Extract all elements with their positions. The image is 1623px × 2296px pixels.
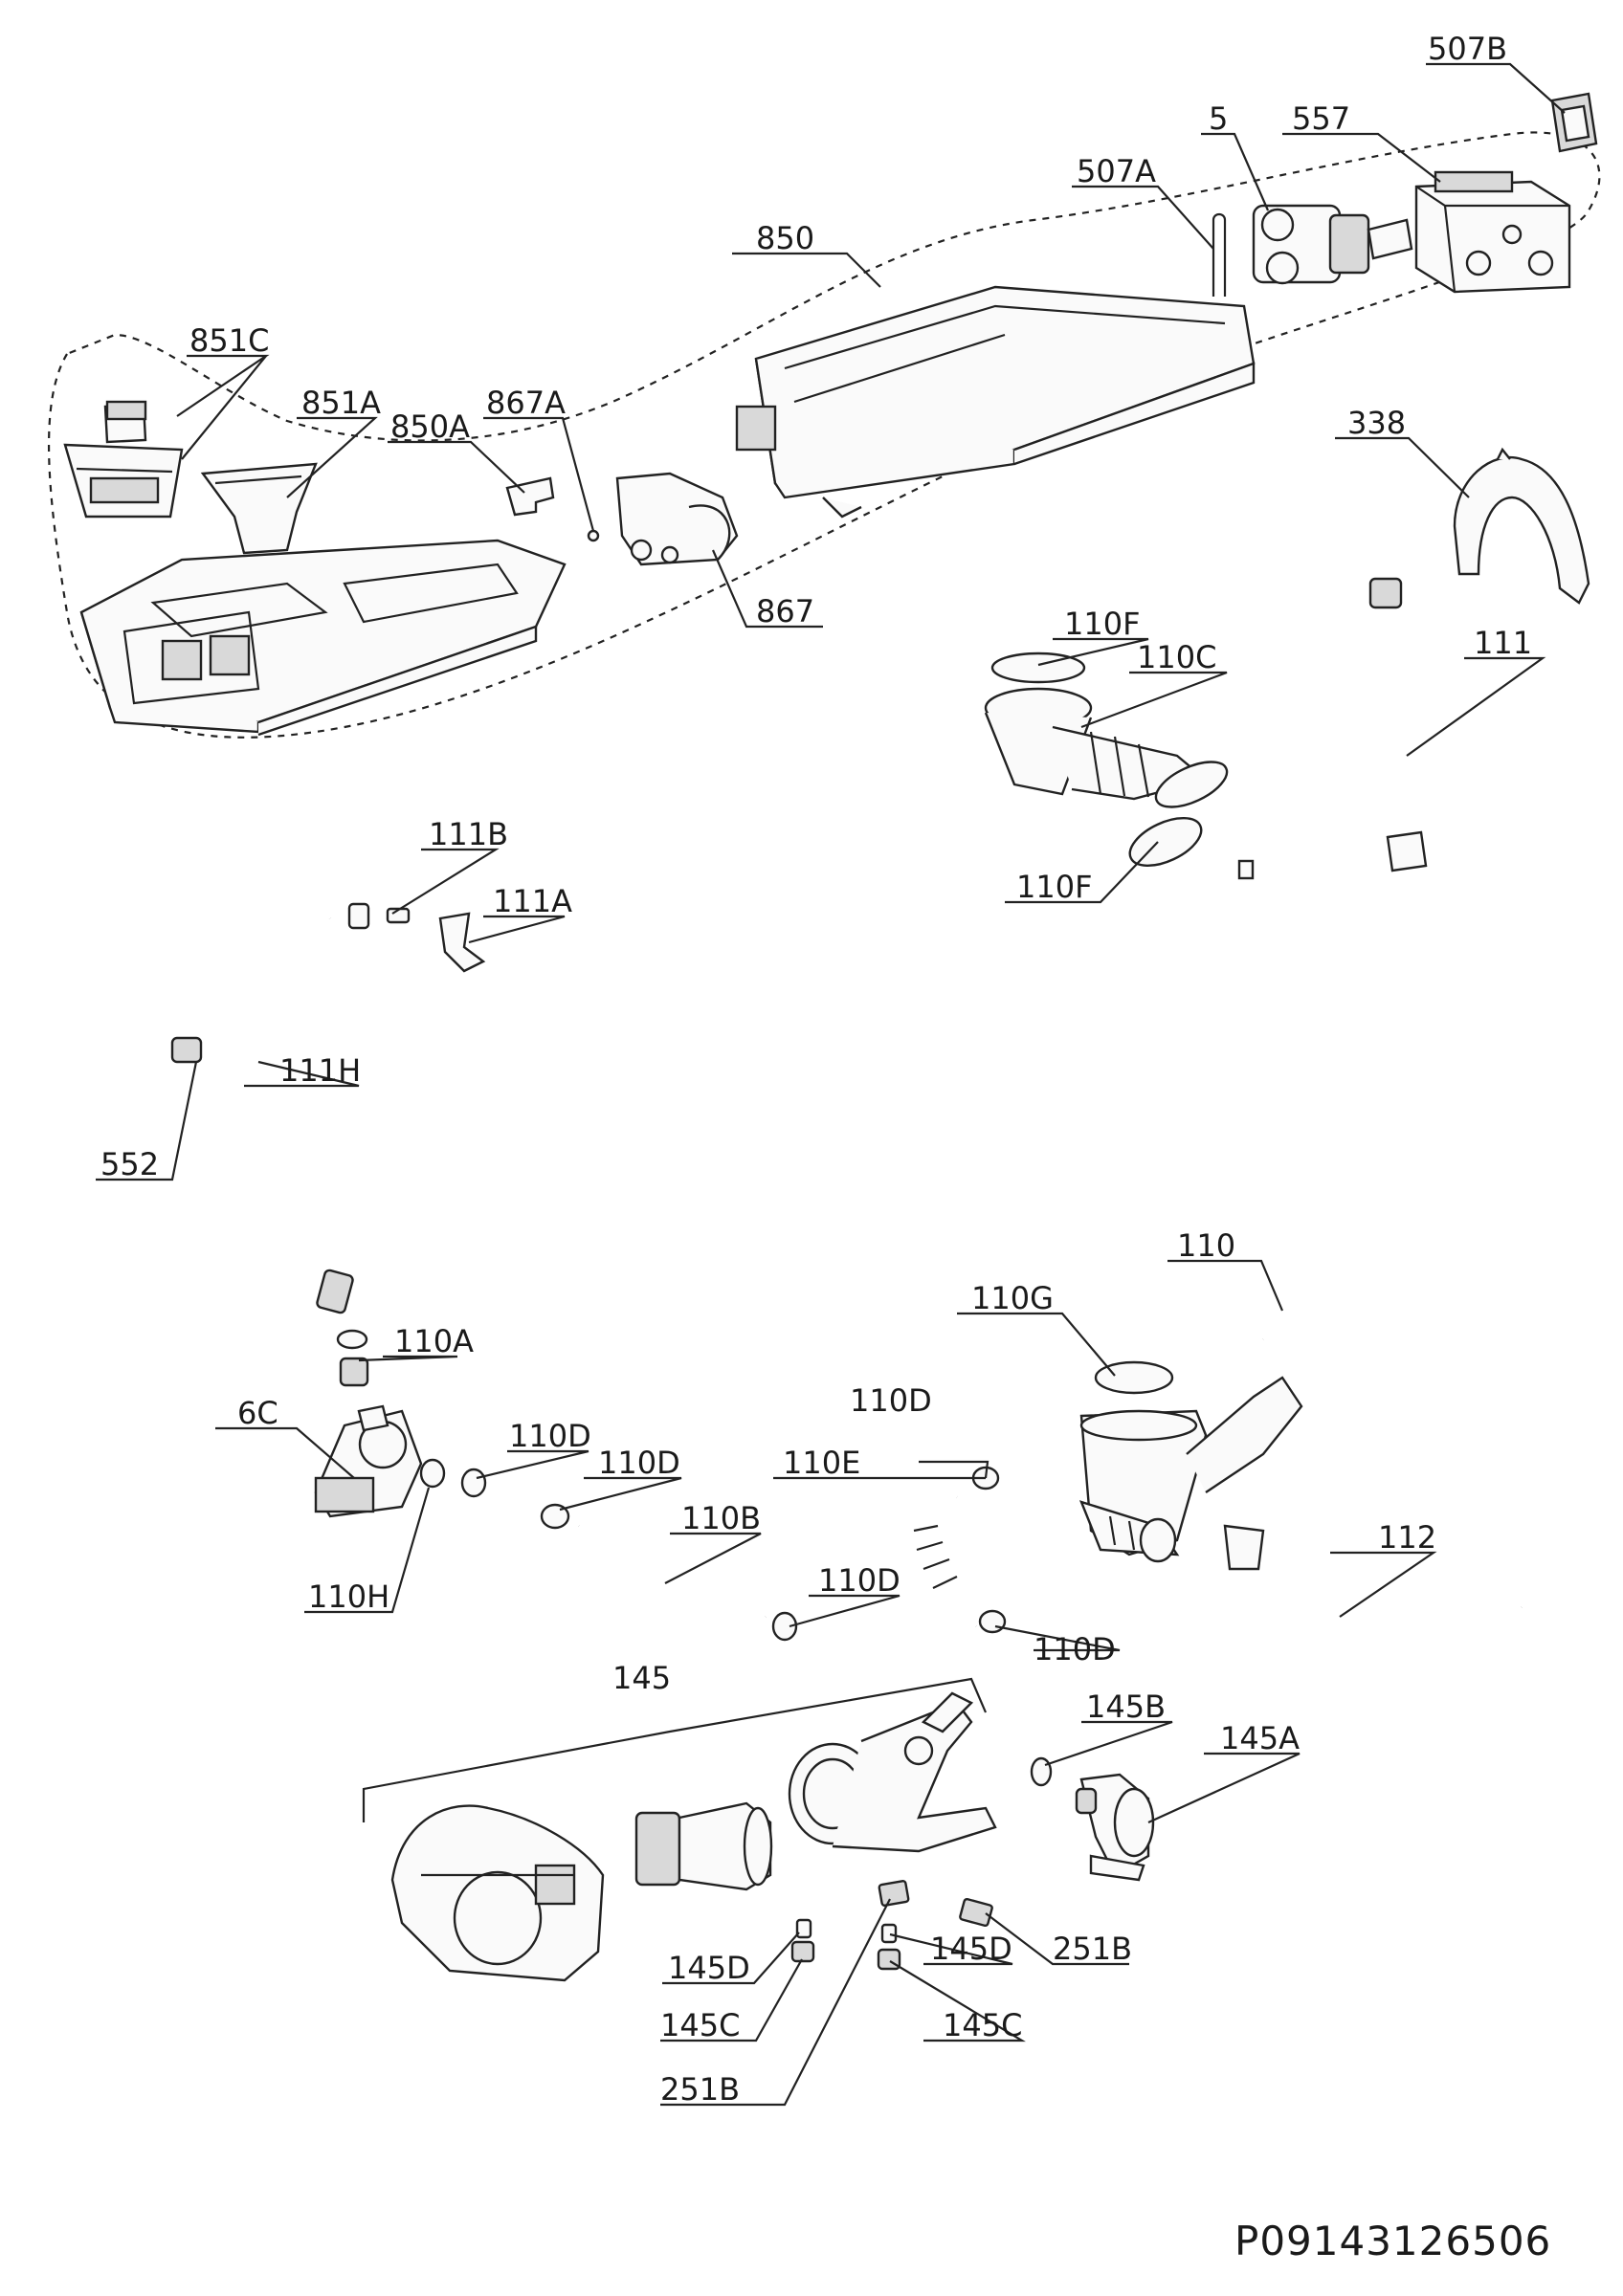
label-110B: 110B bbox=[681, 1500, 761, 1536]
leader-lines bbox=[96, 62, 1566, 2107]
clamp-110d-1 bbox=[460, 1468, 487, 1498]
label-110F-bottom: 110F bbox=[1016, 869, 1092, 905]
label-110D-c: 110D bbox=[850, 1382, 932, 1419]
label-851A: 851A bbox=[301, 385, 381, 421]
hose-110e bbox=[906, 1487, 981, 1636]
label-110D-a: 110D bbox=[509, 1418, 591, 1454]
label-110C: 110C bbox=[1137, 639, 1216, 675]
pump-6c bbox=[314, 1404, 423, 1518]
dispenser-drawer bbox=[79, 539, 567, 737]
funnel-insert bbox=[200, 462, 318, 555]
dispenser-group-boundary bbox=[47, 131, 1601, 739]
dispenser-housing bbox=[735, 285, 1256, 519]
clamp-110d-3 bbox=[771, 1611, 798, 1642]
connector-110a bbox=[339, 1357, 369, 1387]
callout-labels: 507B 557 5 507A 850 851C 851A 850A 867A … bbox=[100, 31, 1532, 2108]
label-251B-b: 251B bbox=[660, 2071, 740, 2108]
cap-145d-2 bbox=[880, 1923, 898, 1944]
dispenser-motor bbox=[615, 472, 739, 566]
cap-145d-1 bbox=[795, 1918, 812, 1939]
clip-251b-1 bbox=[878, 1880, 910, 1907]
label-6C: 6C bbox=[237, 1395, 278, 1431]
filter-plug bbox=[634, 1801, 773, 1891]
hose-bracket bbox=[1453, 447, 1590, 605]
clamp-110d-2 bbox=[540, 1503, 570, 1530]
sump-assembly bbox=[1078, 1376, 1303, 1563]
cap-507b bbox=[1550, 92, 1598, 153]
sleeve-110h bbox=[419, 1458, 446, 1489]
inlet-hose-coil bbox=[1287, 577, 1566, 1019]
control-board-module bbox=[1414, 170, 1571, 294]
elbow-111a bbox=[438, 912, 486, 973]
label-111B: 111B bbox=[429, 816, 508, 852]
label-110F-top: 110F bbox=[1064, 606, 1140, 642]
label-145D-a: 145D bbox=[668, 1950, 750, 1986]
label-850: 850 bbox=[756, 220, 814, 256]
label-507B: 507B bbox=[1428, 31, 1507, 67]
label-110: 110 bbox=[1177, 1227, 1235, 1264]
label-110D-e: 110D bbox=[1034, 1631, 1116, 1667]
label-867: 867 bbox=[756, 593, 814, 629]
screw-867a bbox=[587, 529, 600, 542]
drain-tube-110 bbox=[1237, 859, 1317, 1341]
hose-110b bbox=[576, 1518, 768, 1631]
label-338: 338 bbox=[1347, 405, 1406, 441]
label-110D-d: 110D bbox=[818, 1562, 900, 1599]
bracket-145 bbox=[362, 1677, 988, 1822]
ring-110g bbox=[1094, 1360, 1174, 1395]
label-110D-b: 110D bbox=[598, 1445, 680, 1481]
label-5: 5 bbox=[1209, 100, 1228, 137]
pump-cover bbox=[390, 1804, 605, 1982]
pin-507a bbox=[1212, 212, 1227, 297]
label-110G: 110G bbox=[971, 1280, 1054, 1316]
label-110H: 110H bbox=[308, 1578, 389, 1615]
label-112: 112 bbox=[1378, 1519, 1436, 1556]
label-251B-a: 251B bbox=[1053, 1931, 1132, 1967]
label-145C-a: 145C bbox=[660, 2007, 740, 2043]
label-145B: 145B bbox=[1086, 1689, 1166, 1725]
label-507A: 507A bbox=[1077, 153, 1156, 189]
label-111A: 111A bbox=[493, 883, 572, 919]
clamp-110a bbox=[336, 1329, 368, 1350]
clip-251b-2 bbox=[959, 1897, 993, 1928]
label-145A: 145A bbox=[1220, 1720, 1300, 1756]
label-145C-b: 145C bbox=[943, 2007, 1022, 2043]
clamp-110d-5 bbox=[978, 1609, 1007, 1634]
label-552: 552 bbox=[100, 1146, 159, 1182]
inlet-valve bbox=[1252, 204, 1413, 285]
label-557: 557 bbox=[1292, 100, 1350, 137]
clamp-552 bbox=[170, 1036, 203, 1064]
drain-bellows bbox=[984, 651, 1229, 867]
label-850A: 850A bbox=[390, 408, 470, 445]
label-110E: 110E bbox=[783, 1445, 860, 1481]
label-145: 145 bbox=[612, 1660, 671, 1696]
label-851C: 851C bbox=[189, 322, 269, 359]
pump-housing bbox=[788, 1691, 997, 1853]
label-145D-b: 145D bbox=[930, 1931, 1012, 1967]
spring-145c-1 bbox=[790, 1940, 815, 1963]
drain-hose-112 bbox=[1223, 1524, 1529, 1663]
long-hose-111h bbox=[225, 791, 370, 1314]
document-id: P09143126506 bbox=[1234, 2218, 1552, 2264]
seal-145b bbox=[1030, 1756, 1053, 1787]
label-867A: 867A bbox=[486, 385, 566, 421]
motor-145a bbox=[1075, 1773, 1155, 1882]
label-110A: 110A bbox=[394, 1323, 474, 1359]
label-111H: 111H bbox=[279, 1052, 361, 1089]
label-111: 111 bbox=[1474, 625, 1532, 661]
siphon-cup bbox=[63, 400, 184, 519]
